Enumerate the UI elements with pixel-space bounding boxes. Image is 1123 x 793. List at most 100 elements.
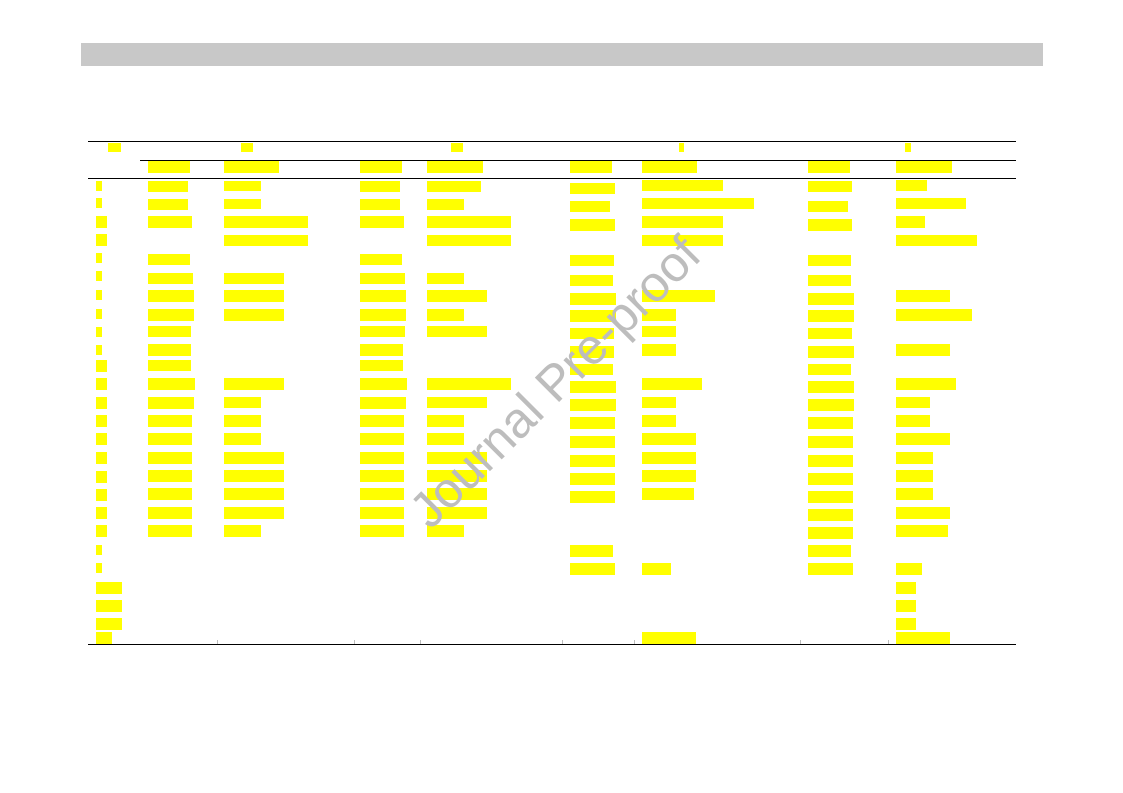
redacted-cell [427, 235, 511, 246]
redacted-cell [642, 488, 694, 500]
redacted-cell [96, 198, 102, 208]
redacted-cell [427, 525, 464, 537]
redacted-cell [148, 181, 188, 192]
redacted-cell [896, 415, 930, 427]
redacted-cell [96, 397, 107, 409]
redacted-cell [808, 563, 853, 575]
redacted-cell [896, 563, 922, 575]
redacted-cell [148, 344, 191, 356]
redacted-cell [427, 309, 464, 321]
redacted-cell [896, 309, 972, 321]
redacted-cell [224, 488, 284, 500]
redacted-cell [642, 235, 723, 246]
redacted-cell [96, 290, 102, 300]
redacted-cell [642, 397, 676, 408]
redacted-cell [224, 290, 284, 302]
column-divider [634, 640, 635, 644]
redacted-cell [642, 632, 696, 644]
redacted-cell [896, 632, 950, 644]
redacted-cell [224, 470, 284, 482]
redacted-cell [148, 161, 190, 173]
redacted-cell [224, 525, 261, 537]
redacted-cell [360, 415, 404, 427]
redacted-cell [427, 199, 464, 210]
redacted-cell [570, 346, 614, 358]
redacted-cell [148, 199, 188, 210]
redacted-cell [360, 216, 404, 228]
redacted-cell [148, 309, 194, 321]
redacted-cell [896, 290, 950, 302]
redacted-cell [808, 161, 850, 173]
column-divider [354, 640, 355, 644]
column-divider [420, 640, 421, 644]
redacted-cell [224, 161, 279, 173]
redacted-cell [808, 364, 851, 375]
column-divider [800, 640, 801, 644]
redacted-cell [96, 216, 107, 228]
redacted-cell [148, 470, 192, 482]
page-header-bar [81, 43, 1043, 66]
redacted-cell [108, 143, 121, 152]
redacted-cell [360, 470, 404, 482]
redacted-cell [96, 327, 102, 337]
redacted-cell [360, 290, 406, 302]
redacted-cell [896, 198, 966, 209]
redacted-cell [896, 216, 925, 228]
redacted-cell [148, 488, 192, 500]
redacted-cell [896, 507, 950, 519]
redacted-cell [642, 470, 696, 482]
redacted-cell [96, 563, 102, 573]
redacted-cell [427, 273, 464, 284]
redacted-cell [224, 452, 284, 464]
redacted-cell [642, 326, 676, 337]
redacted-cell [360, 326, 405, 337]
redacted-cell [808, 455, 853, 467]
redacted-cell [224, 273, 284, 284]
redacted-cell [360, 525, 404, 537]
redacted-cell [808, 293, 854, 305]
redacted-cell [360, 433, 404, 445]
redacted-cell [148, 273, 193, 284]
redacted-cell [570, 183, 615, 194]
redacted-cell [96, 489, 107, 501]
redacted-cell [570, 473, 615, 485]
redacted-cell [148, 415, 192, 427]
redacted-cell [896, 397, 930, 408]
redacted-cell [96, 181, 102, 191]
redacted-cell [224, 181, 261, 191]
redacted-cell [96, 360, 107, 372]
redacted-cell [427, 488, 487, 500]
redacted-cell [808, 491, 853, 503]
redacted-cell [224, 415, 261, 427]
redacted-cell [570, 545, 613, 557]
redacted-cell [96, 452, 107, 464]
table-bottom-rule [88, 644, 1016, 645]
redacted-cell [896, 525, 948, 537]
redacted-cell [224, 397, 261, 408]
redacted-cell [96, 471, 107, 483]
redacted-cell [224, 378, 284, 390]
redacted-cell [808, 328, 852, 339]
redacted-cell [896, 433, 950, 445]
redacted-cell [148, 525, 192, 537]
redacted-cell [570, 293, 616, 305]
table-top-rule [88, 141, 1016, 142]
redacted-cell [148, 378, 195, 390]
column-divider [217, 640, 218, 644]
redacted-cell [360, 344, 403, 356]
redacted-cell [427, 181, 481, 192]
redacted-cell [427, 433, 464, 445]
table-header-bottom-rule [88, 178, 1016, 179]
redacted-cell [570, 455, 615, 467]
redacted-cell [570, 417, 615, 429]
redacted-cell [896, 582, 916, 594]
redacted-cell [96, 415, 107, 427]
redacted-cell [570, 275, 613, 286]
redacted-cell [148, 216, 192, 228]
redacted-cell [679, 143, 684, 152]
redacted-cell [642, 290, 715, 302]
redacted-cell [808, 473, 853, 485]
redacted-cell [642, 216, 723, 228]
redacted-cell [570, 219, 615, 231]
redacted-cell [427, 507, 487, 519]
